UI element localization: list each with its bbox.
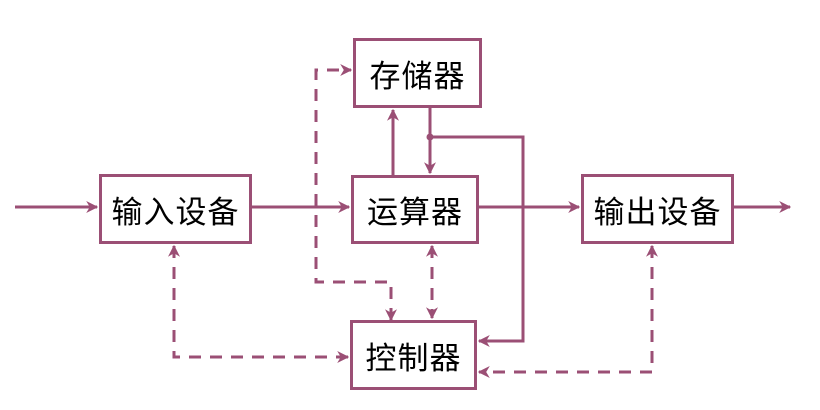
- node-alu-label: 运算器: [367, 195, 463, 231]
- edge-control-input: [168, 244, 350, 363]
- node-input-device: 输入设备: [99, 174, 252, 244]
- node-output-device-label: 输出设备: [593, 194, 722, 231]
- node-memory: 存储器: [353, 38, 482, 108]
- node-input-device-label: 输入设备: [111, 194, 240, 231]
- node-output-device: 输出设备: [581, 174, 734, 244]
- node-controller-label: 控制器: [365, 340, 462, 377]
- node-memory-label: 存储器: [369, 58, 466, 95]
- edge-control-output: [477, 244, 658, 378]
- node-controller: 控制器: [350, 320, 477, 390]
- node-alu: 运算器: [351, 175, 479, 244]
